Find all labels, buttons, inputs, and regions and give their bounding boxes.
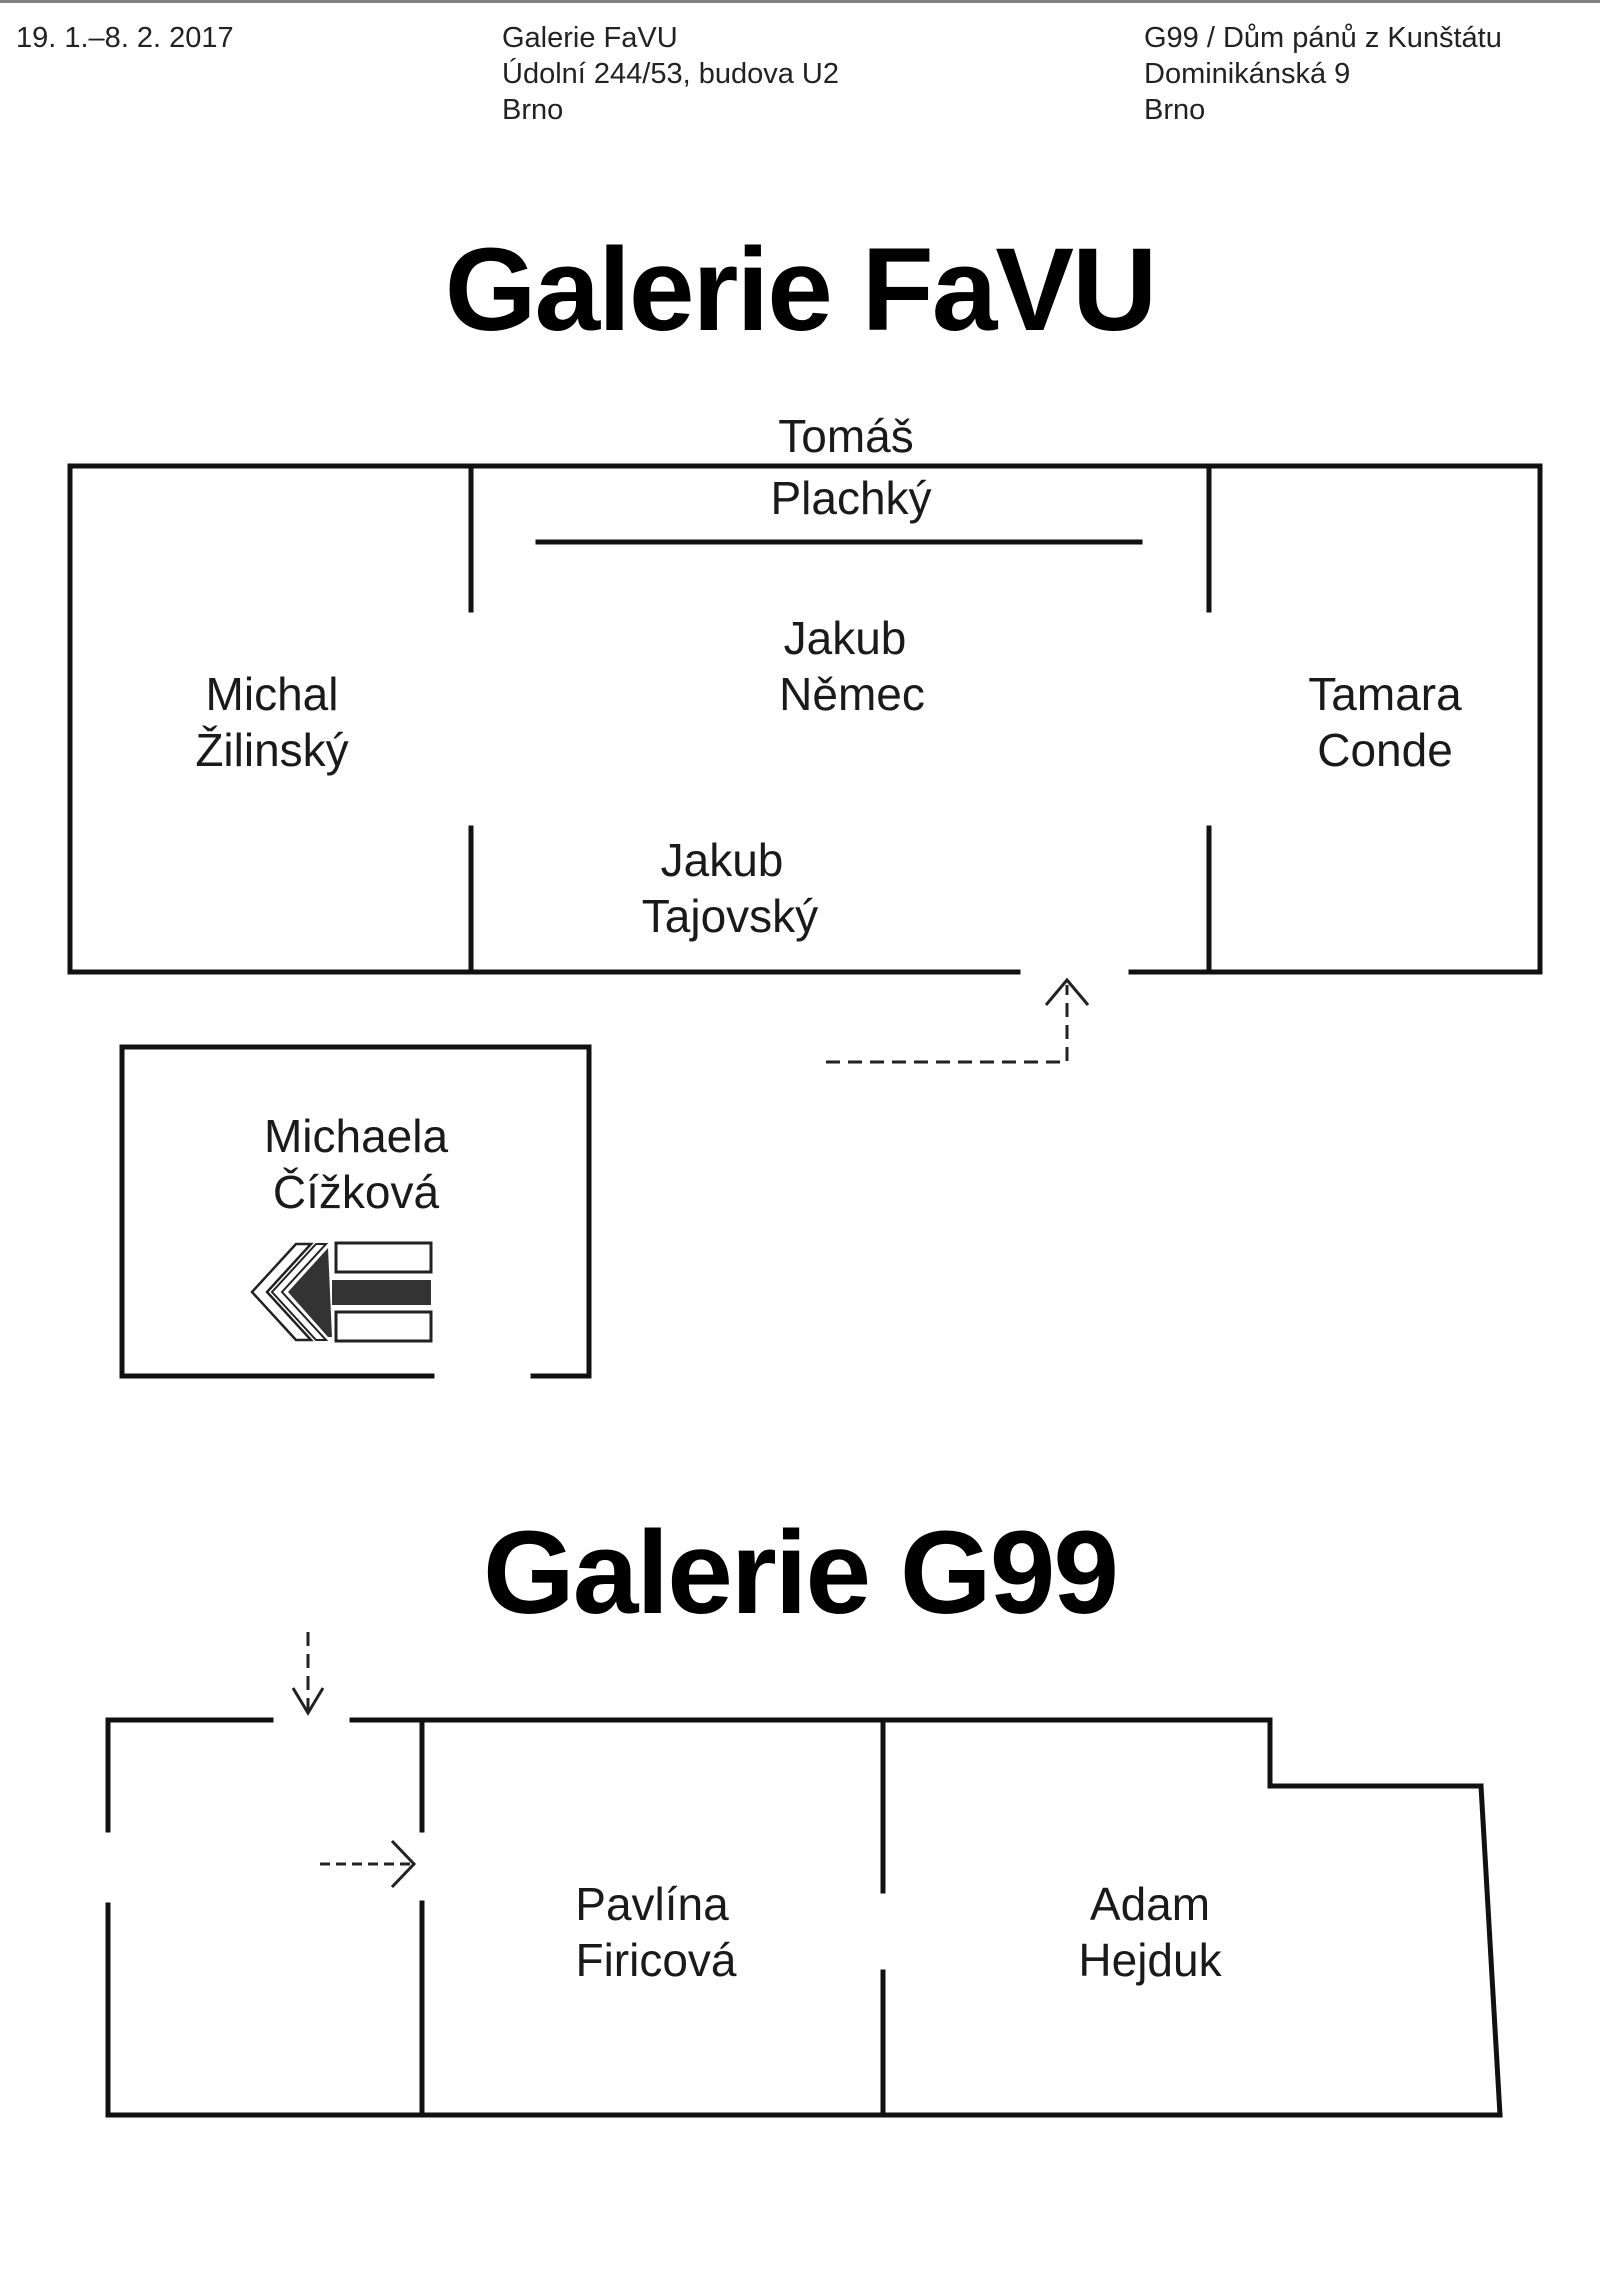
room-label-g99-right-line2: Hejduk <box>1078 1934 1222 1986</box>
entrance-arrow-icon <box>826 977 1090 1064</box>
room-label-left-line2: Žilinský <box>195 724 348 776</box>
room-label-g99-middle-line2: Firicová <box>575 1934 736 1986</box>
g99-title: Galerie G99 <box>483 1507 1119 1639</box>
room-label-center-line2: Němec <box>779 668 925 720</box>
g99-floor-plan: Pavlína Firicová Adam Hejduk <box>105 1632 1503 2118</box>
room-label-annex-line2: Čížková <box>273 1166 440 1218</box>
venue-favu-address: Údolní 244/53, budova U2 <box>502 58 839 90</box>
wall <box>1478 1783 1503 2118</box>
room-label-center-line1: Jakub <box>784 612 907 664</box>
favu-annex-plan: Michaela Čížková <box>119 1044 592 1379</box>
room-label-top-line1: Tomáš <box>778 410 913 462</box>
entrance-down-arrow-icon <box>291 1632 325 1716</box>
top-border <box>0 0 1600 3</box>
room-label-right-line1: Tamara <box>1308 668 1462 720</box>
room-label-annex-line1: Michaela <box>264 1110 449 1162</box>
venue-favu-info: Galerie FaVU Údolní 244/53, budova U2 Br… <box>502 20 839 128</box>
favu-title: Galerie FaVU <box>444 224 1158 356</box>
venue-g99-city: Brno <box>1144 94 1206 126</box>
venue-favu-city: Brno <box>502 94 564 126</box>
favu-floor-plan: Tomáš Plachký Jakub Němec Michal Žilinsk… <box>67 410 1543 1064</box>
room-label-g99-middle-line1: Pavlína <box>575 1878 729 1930</box>
venue-g99-info: G99 / Dům pánů z Kunštátu Dominikánská 9… <box>1144 20 1502 128</box>
left-arrow-icon <box>250 1241 433 1343</box>
room-label-right-line2: Conde <box>1317 724 1453 776</box>
exhibition-dates: 19. 1.–8. 2. 2017 <box>16 22 234 54</box>
entrance-right-arrow-icon <box>320 1839 417 1889</box>
venue-favu-name: Galerie FaVU <box>502 22 678 54</box>
room-label-g99-right-line1: Adam <box>1090 1878 1210 1930</box>
room-label-bottom-line1: Jakub <box>661 834 784 886</box>
room-label-top-line2: Plachký <box>770 472 931 524</box>
venue-g99-address: Dominikánská 9 <box>1144 58 1351 90</box>
room-label-left-line1: Michal <box>206 668 339 720</box>
dates-block: 19. 1.–8. 2. 2017 <box>16 20 234 56</box>
venue-g99-name: G99 / Dům pánů z Kunštátu <box>1144 22 1502 54</box>
room-label-bottom-line2: Tajovský <box>642 890 818 942</box>
